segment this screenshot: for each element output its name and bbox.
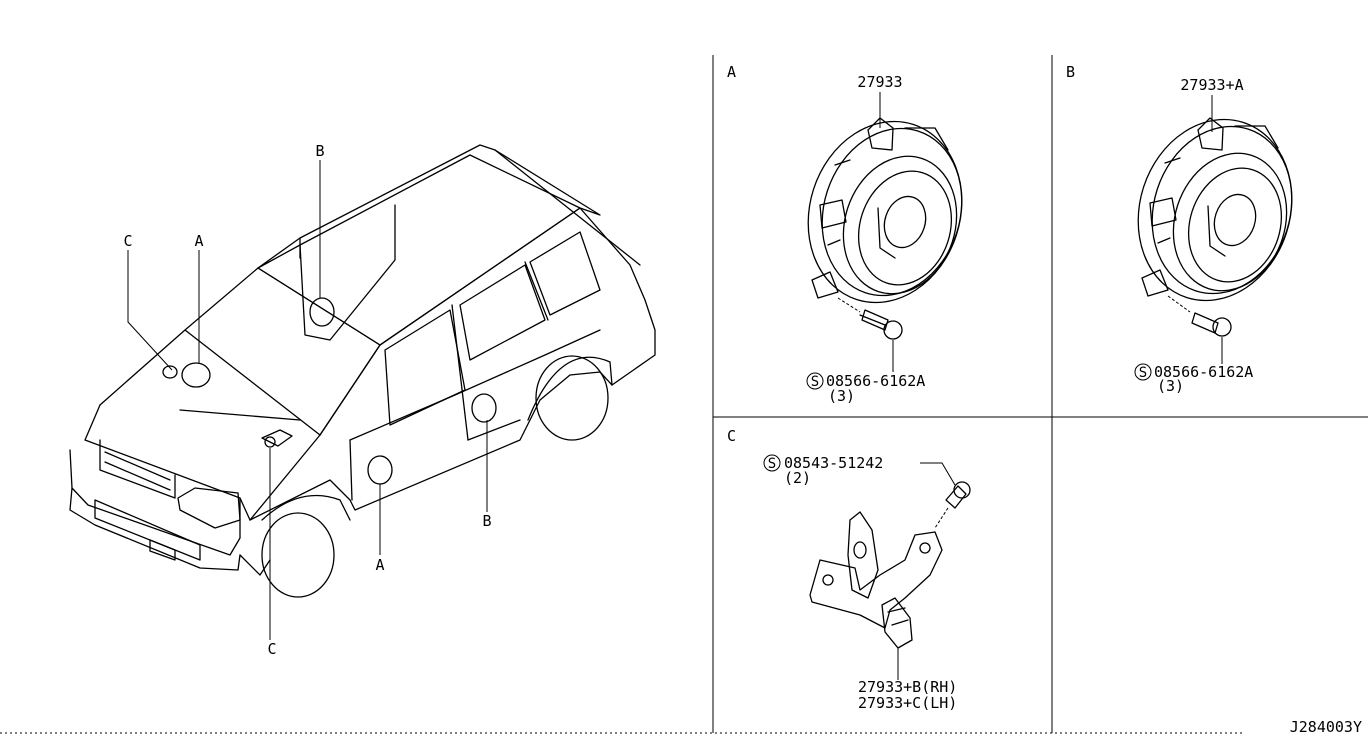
screw-b-illustration xyxy=(1167,295,1232,337)
panel-c-screw-part: 08543-51242 xyxy=(784,454,883,472)
panel-c-screw-symbol: S xyxy=(768,456,776,472)
callout-b-bottom: B xyxy=(482,512,491,530)
panel-b-screw-qty: (3) xyxy=(1157,377,1184,395)
screw-a-illustration xyxy=(837,297,903,340)
callout-a-top: A xyxy=(194,232,203,250)
panel-a-letter: A xyxy=(727,63,736,81)
callout-a-bottom: A xyxy=(375,556,384,574)
speaker-b-illustration xyxy=(1137,117,1293,302)
panel-b-part-number: 27933+A xyxy=(1180,76,1243,94)
panel-a-screw-part: 08566-6162A xyxy=(826,372,925,390)
panel-a: A 27933 S 08566-6162A ( xyxy=(727,63,963,405)
callout-b-top: B xyxy=(315,142,324,160)
panel-c-part-rh: 27933+B(RH) xyxy=(858,678,957,696)
screw-c-illustration xyxy=(934,481,971,529)
panel-a-screw-symbol: S xyxy=(811,374,819,390)
panel-b-letter: B xyxy=(1066,63,1075,81)
tweeter-bracket-c-illustration xyxy=(809,511,943,649)
diagram-code: J284003Y xyxy=(1290,718,1362,736)
panel-c: C S 08543-51242 (2) 27933+B(RH) 27933+C(… xyxy=(727,427,971,712)
panel-a-screw-qty: (3) xyxy=(828,387,855,405)
vehicle-illustration xyxy=(69,144,656,598)
callout-c-top: C xyxy=(123,232,132,250)
panel-frames xyxy=(0,55,1368,734)
panel-b: B 27933+A S 08566-6162A (3) xyxy=(1066,63,1293,395)
vehicle-leader-lines xyxy=(127,160,488,640)
panel-c-letter: C xyxy=(727,427,736,445)
speaker-a-illustration xyxy=(807,117,963,304)
callout-c-bottom: C xyxy=(267,640,276,658)
panel-b-screw-symbol: S xyxy=(1139,365,1147,381)
panel-c-screw-qty: (2) xyxy=(784,469,811,487)
panel-a-part-number: 27933 xyxy=(857,73,902,91)
panel-c-part-lh: 27933+C(LH) xyxy=(858,694,957,712)
panel-b-screw-part: 08566-6162A xyxy=(1154,363,1253,381)
